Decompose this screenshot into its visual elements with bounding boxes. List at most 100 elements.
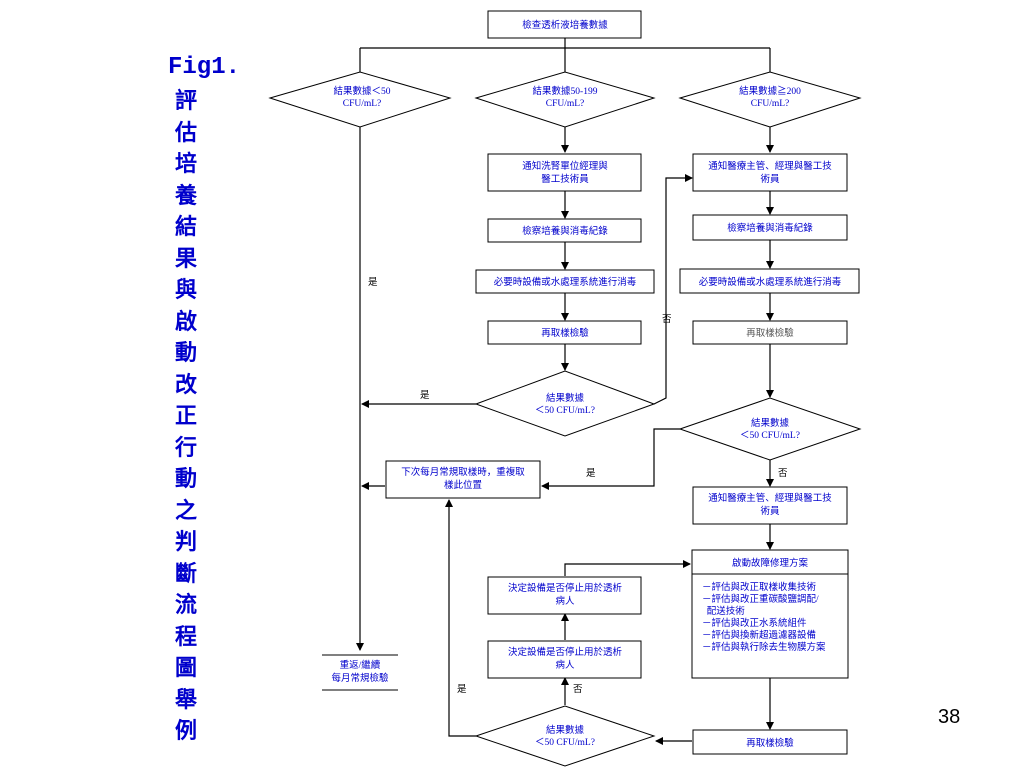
node-retest-high: 再取樣檢驗	[692, 320, 848, 345]
edge-high2-yes	[541, 428, 680, 490]
node-retest-mid: 再取樣檢驗	[487, 320, 642, 345]
node-next-resample: 下次每月常規取樣時，重複取 樣此位置	[385, 460, 541, 499]
node-return-routine-line2: 每月常規檢驗	[331, 672, 389, 684]
decision-ge200-line1: 結果數據≧200	[739, 85, 801, 97]
edge-decide-top-to-repair	[564, 560, 691, 576]
node-notify-high-line1: 通知醫療主管、經理與醫工技	[708, 160, 832, 172]
title-char: 與	[174, 277, 197, 303]
edge-label-yes-mid2: 是	[420, 390, 430, 401]
node-disinfect-high: 必要時設備或水處理系統進行消毒	[679, 268, 860, 294]
decision-50-199: 結果數據50-199 CFU/mL?	[474, 71, 656, 128]
edge-label-yes-left: 是	[368, 277, 378, 288]
decision-mid2-line1: 結果數據	[546, 392, 585, 404]
node-decide-stop-bottom-line2: 病人	[555, 659, 575, 671]
title-char: 行	[174, 434, 197, 461]
title-char: 評	[174, 88, 197, 114]
repair-item: 配送技術	[702, 605, 745, 617]
decision-ge200: 結果數據≧200 CFU/mL?	[678, 71, 862, 128]
edge-dec-bottom-yes	[445, 499, 476, 737]
title-char: 程	[174, 623, 197, 650]
node-notify-mid: 通知洗腎單位經理與 醫工技術員	[487, 153, 642, 192]
node-notify-high: 通知醫療主管、經理與醫工技 術員	[692, 153, 848, 192]
title-char: 舉	[174, 686, 197, 713]
title-char: 估	[174, 119, 197, 146]
node-return-routine: 重返/繼續 每月常規檢驗	[322, 654, 398, 691]
decision-mid2: 結果數據 ＜50 CFU/mL?	[474, 370, 656, 437]
node-next-resample-line2: 樣此位置	[444, 479, 482, 491]
decision-high2-line2: ＜50 CFU/mL?	[740, 431, 800, 441]
node-repair-title: 啟動故障修理方案	[732, 557, 809, 569]
title-char: 結	[174, 214, 197, 240]
title-char: 斷	[174, 560, 197, 587]
decision-lt50-line2: CFU/mL?	[343, 99, 382, 109]
node-inspect-mid-text: 檢察培養與消毒紀錄	[522, 225, 608, 237]
repair-item: －評估與改正水系統組件	[702, 617, 807, 629]
decision-50-199-line1: 結果數據50-199	[533, 85, 598, 97]
title-char: 流	[174, 592, 197, 618]
vertical-title: 評 估 培 養 結 果 與 啟 動 改 正 行 動 之 判 斷 流 程 圖 舉 …	[172, 86, 200, 748]
repair-item: －評估與執行除去生物膜方案	[702, 641, 826, 653]
title-char: 之	[174, 497, 197, 524]
decision-mid2-line2: ＜50 CFU/mL?	[535, 406, 595, 416]
node-notify-high-line2: 術員	[760, 173, 780, 185]
decision-high2-line1: 結果數據	[751, 417, 790, 429]
node-notify-high2-line2: 術員	[760, 505, 780, 517]
repair-item: －評估與改正取樣收集技術	[702, 581, 817, 593]
node-inspect-high-text: 檢察培養與消毒紀錄	[727, 222, 813, 234]
decision-ge200-line2: CFU/mL?	[751, 99, 790, 109]
edge-label-no-high2: 否	[778, 468, 788, 479]
node-retest-bottom: 再取樣檢驗	[692, 729, 848, 755]
node-retest-high-text: 再取樣檢驗	[746, 327, 794, 339]
title-char: 例	[174, 718, 197, 744]
decision-bottom-line2: ＜50 CFU/mL?	[535, 738, 595, 748]
edge-label-no-mid2: 否	[662, 314, 672, 325]
node-decide-stop-top: 決定設備是否停止用於透析 病人	[487, 576, 642, 615]
node-decide-stop-top-line2: 病人	[555, 595, 575, 607]
decision-lt50-line1: 結果數據＜50	[333, 85, 390, 97]
title-char: 動	[174, 340, 197, 366]
node-disinfect-mid-text: 必要時設備或水處理系統進行消毒	[494, 276, 637, 288]
node-start-text: 檢查透析液培養數據	[522, 19, 608, 31]
title-char: 正	[174, 403, 197, 429]
node-inspect-mid: 檢察培養與消毒紀錄	[487, 218, 642, 243]
edge-label-yes-bottom: 是	[457, 684, 467, 695]
node-disinfect-mid: 必要時設備或水處理系統進行消毒	[475, 269, 655, 294]
title-char: 動	[174, 466, 197, 492]
node-disinfect-high-text: 必要時設備或水處理系統進行消毒	[699, 276, 842, 288]
title-char: 養	[174, 182, 197, 209]
node-decide-stop-top-line1: 決定設備是否停止用於透析	[508, 582, 623, 594]
title-char: 培	[174, 151, 197, 177]
decision-bottom-line1: 結果數據	[546, 724, 585, 736]
node-decide-stop-bottom: 決定設備是否停止用於透析 病人	[487, 640, 642, 679]
node-notify-mid-line2: 醫工技術員	[541, 173, 589, 185]
title-char: 改	[174, 371, 197, 398]
node-retest-bottom-text: 再取樣檢驗	[746, 737, 794, 749]
node-next-resample-line1: 下次每月常規取樣時，重複取	[401, 466, 525, 478]
repair-item: －評估與改正重碳酸鹽調配/	[702, 593, 819, 605]
edge-mid2-no	[653, 174, 693, 405]
node-notify-mid-line1: 通知洗腎單位經理與	[522, 160, 608, 172]
node-inspect-high: 檢察培養與消毒紀錄	[692, 214, 848, 241]
connectors	[356, 38, 774, 745]
node-start: 檢查透析液培養數據	[487, 10, 642, 39]
title-char: 啟	[174, 308, 197, 335]
node-repair: 啟動故障修理方案 －評估與改正取樣收集技術 －評估與改正重碳酸鹽調配/ 配送技術…	[691, 549, 849, 679]
decision-high2: 結果數據 ＜50 CFU/mL?	[678, 397, 862, 461]
decision-lt50: 結果數據＜50 CFU/mL?	[268, 71, 452, 128]
node-notify-high2-line1: 通知醫療主管、經理與醫工技	[708, 492, 832, 504]
node-return-routine-line1: 重返/繼續	[340, 659, 381, 671]
figure-label: Fig1.	[168, 54, 241, 81]
decision-50-199-line2: CFU/mL?	[546, 99, 585, 109]
node-decide-stop-bottom-line1: 決定設備是否停止用於透析	[508, 646, 623, 658]
page-number: 38	[938, 706, 961, 728]
node-retest-mid-text: 再取樣檢驗	[541, 327, 589, 339]
decision-bottom: 結果數據 ＜50 CFU/mL?	[474, 705, 656, 767]
edge-label-no-bottom: 否	[573, 684, 583, 695]
title-char: 圖	[174, 655, 197, 681]
title-char: 果	[174, 245, 197, 272]
repair-item: －評估與換新超過濾器設備	[702, 629, 816, 641]
node-notify-high2: 通知醫療主管、經理與醫工技 術員	[692, 486, 848, 525]
edge-label-yes-high2: 是	[586, 468, 596, 479]
title-char: 判	[174, 529, 197, 555]
